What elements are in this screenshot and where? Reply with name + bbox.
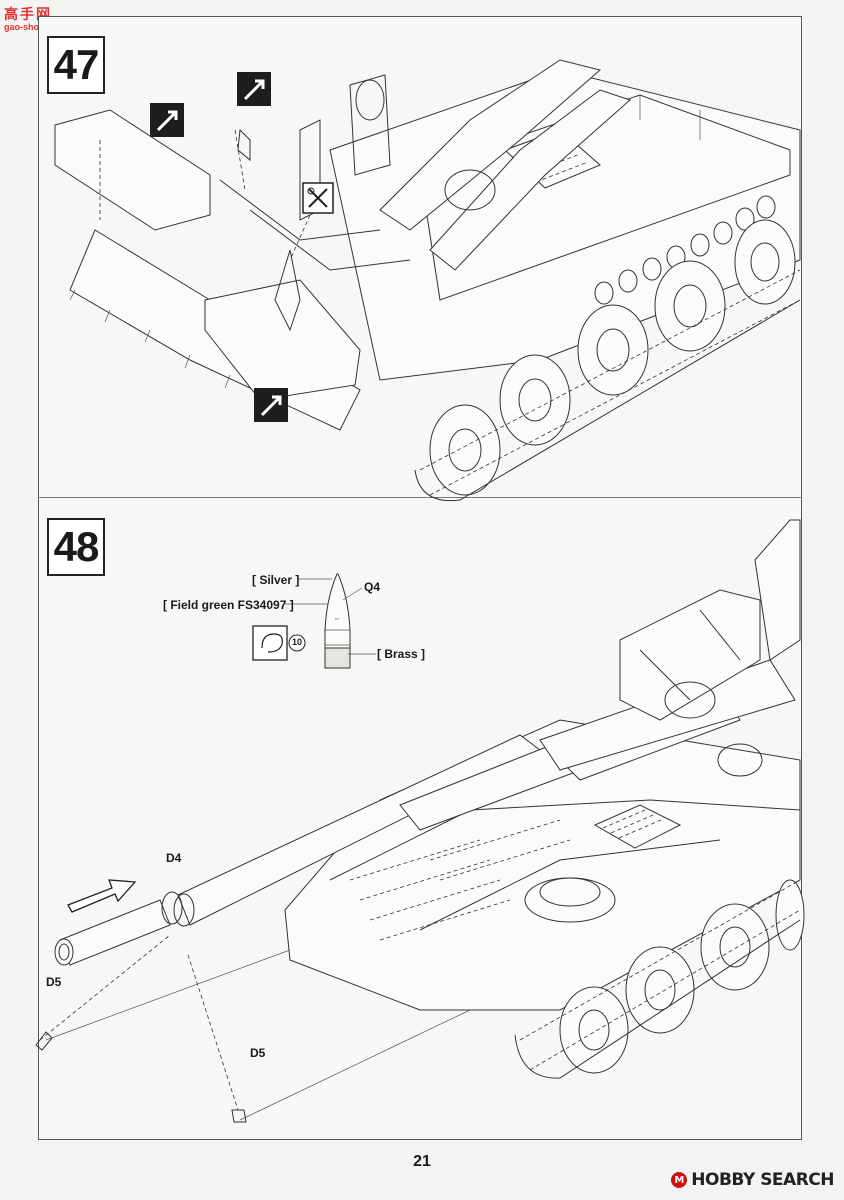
paint-label-silver: [ Silver ] — [252, 573, 300, 587]
engine-grille-48 — [593, 804, 682, 849]
remove-part-icon — [237, 72, 271, 106]
part-label-d5-left: D5 — [46, 975, 62, 989]
page-number: 21 — [413, 1153, 431, 1170]
loader-structure — [219, 59, 631, 332]
cut-part-icon — [302, 182, 334, 214]
remove-part-icon — [254, 388, 288, 422]
direction-arrow-icon — [67, 879, 137, 913]
step-number-48: 48 — [47, 518, 105, 576]
quantity-label: 10 — [291, 637, 302, 647]
tow-chain-right — [187, 954, 247, 1123]
remove-part-icon — [150, 103, 184, 137]
site-logo-url: gao-shou.com — [4, 22, 66, 32]
ammo-round-q4: ▪▪▪ — [324, 573, 351, 669]
commander-hatch — [524, 877, 616, 923]
step-divider — [38, 497, 802, 498]
paint-label-brass: [ Brass ] — [377, 647, 426, 661]
muzzle-brake-d4 — [54, 891, 183, 966]
recoil-spade — [54, 109, 361, 431]
part-label-d5-right: D5 — [250, 1046, 266, 1060]
step-number-47: 47 — [47, 36, 105, 94]
svg-text:▪▪▪: ▪▪▪ — [335, 616, 340, 621]
watermark-badge: M — [671, 1172, 688, 1188]
paint-label-field-green: [ Field green FS34097 ] — [163, 598, 294, 612]
loader-crane — [619, 519, 801, 777]
rotate-view-icon — [252, 625, 288, 661]
part-label-d4: D4 — [166, 851, 182, 865]
part-label-q4: Q4 — [364, 580, 381, 594]
road-wheels-47 — [429, 219, 796, 496]
watermark-brand: HOBBY SEARCH — [691, 1170, 834, 1190]
hobby-search-watermark: M HOBBY SEARCH — [671, 1170, 834, 1190]
